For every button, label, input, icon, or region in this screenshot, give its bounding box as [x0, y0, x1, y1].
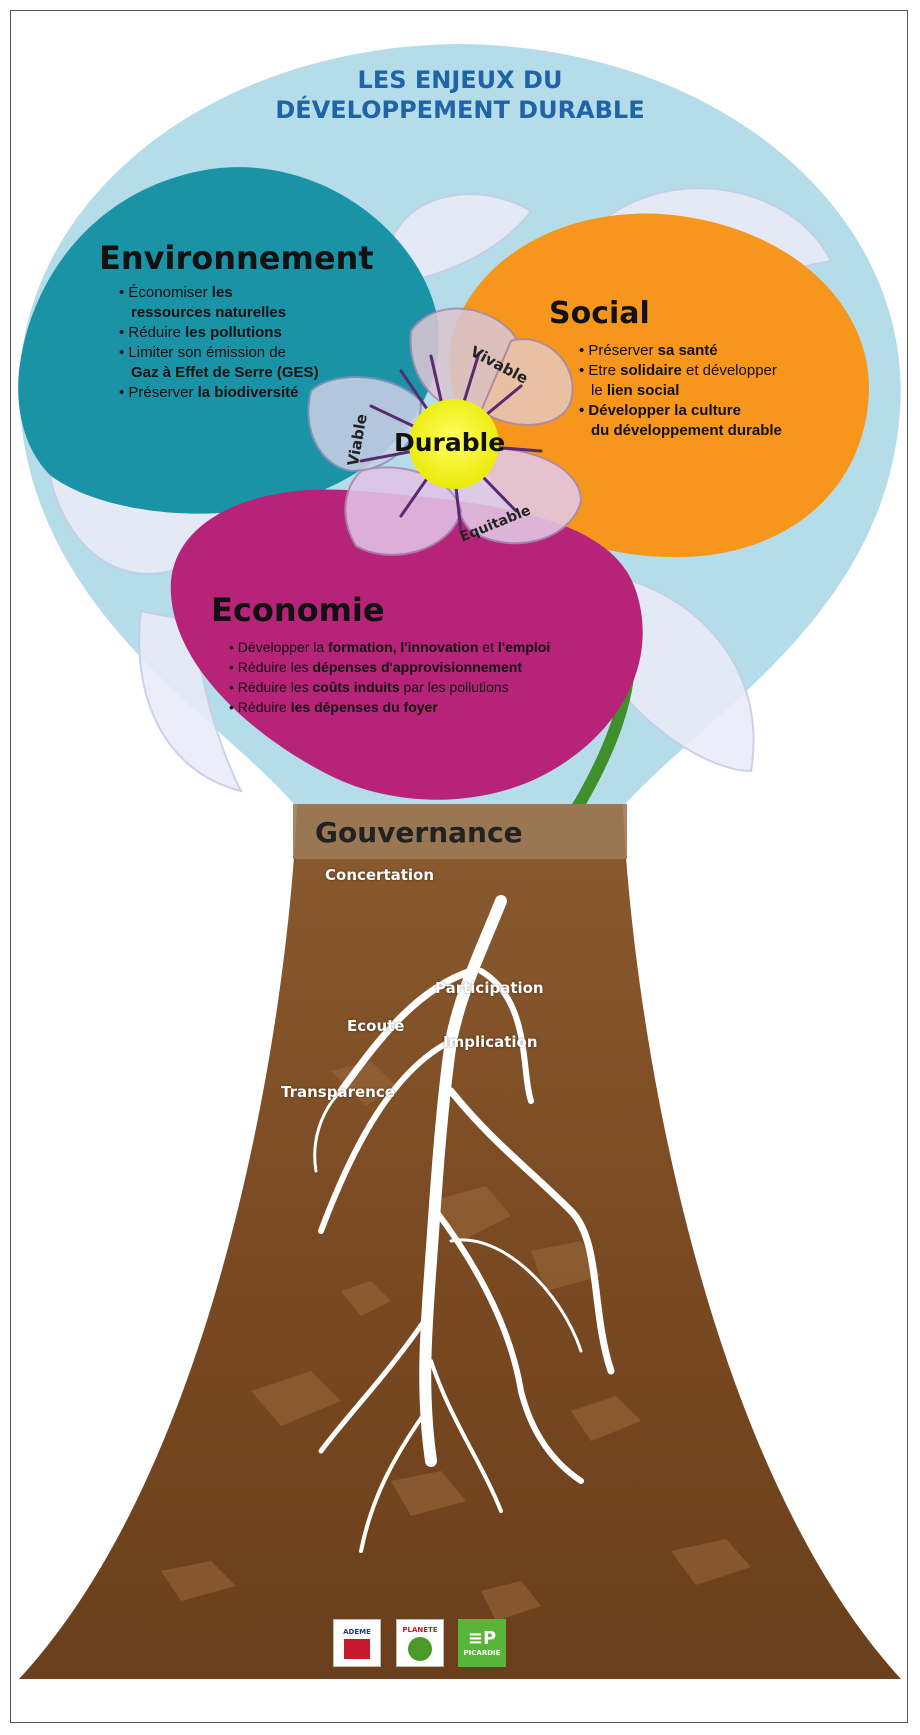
list-item: • Etre solidaire et développer — [579, 362, 777, 379]
gouvernance-band — [293, 804, 627, 859]
root-label-transparence: Transparence — [281, 1083, 395, 1101]
list-item: Gaz à Effet de Serre (GES) — [131, 364, 319, 381]
planete-logo: PLANÈTE — [396, 1619, 444, 1667]
social-heading: Social — [549, 296, 650, 331]
root-label-implication: Implication — [443, 1033, 538, 1051]
list-item: • Limiter son émission de — [119, 344, 286, 361]
root-label-ecoute: Ecoute — [347, 1017, 405, 1035]
list-item: • Préserver la biodiversité — [119, 384, 299, 401]
list-item: le lien social — [591, 382, 680, 399]
social-bullets: • Préserver sa santé • Etre solidaire et… — [579, 341, 839, 441]
poster-frame: LES ENJEUX DU DÉVELOPPEMENT DURABLE Envi… — [10, 10, 908, 1723]
durable-label: Durable — [394, 428, 506, 457]
list-item: • Réduire les dépenses d'approvisionneme… — [229, 659, 522, 675]
title-line-2: DÉVELOPPEMENT DURABLE — [275, 96, 645, 124]
list-item: • Réduire les dépenses du foyer — [229, 699, 438, 715]
list-item: du développement durable — [591, 422, 782, 439]
list-item: • Préserver sa santé — [579, 342, 718, 359]
petal-economie — [170, 489, 643, 800]
root-label-concertation: Concertation — [325, 866, 435, 884]
roots — [313, 895, 615, 1553]
environnement-bullets: • Économiser les ressources naturelles •… — [119, 283, 399, 403]
list-item: • Développer la culture — [579, 402, 741, 419]
environnement-heading: Environnement — [99, 239, 374, 277]
durable-center — [409, 399, 499, 489]
title-line-1: LES ENJEUX DU — [357, 66, 563, 94]
list-item: • Développer la formation, l'innovation … — [229, 639, 551, 655]
list-item: • Économiser les — [119, 284, 233, 301]
ademe-logo: ADEME — [333, 1619, 381, 1667]
list-item: • Réduire les coûts induits par les poll… — [229, 679, 509, 695]
economie-bullets: • Développer la formation, l'innovation … — [229, 637, 629, 717]
gouvernance-heading: Gouvernance — [315, 816, 523, 849]
root-label-participation: Participation — [435, 979, 544, 997]
economie-heading: Economie — [211, 591, 385, 629]
list-item: ressources naturelles — [131, 304, 287, 321]
list-item: • Réduire les pollutions — [119, 324, 282, 341]
picardie-logo: ≡P PICARDIE — [458, 1619, 506, 1667]
tree-illustration — [18, 44, 901, 1679]
